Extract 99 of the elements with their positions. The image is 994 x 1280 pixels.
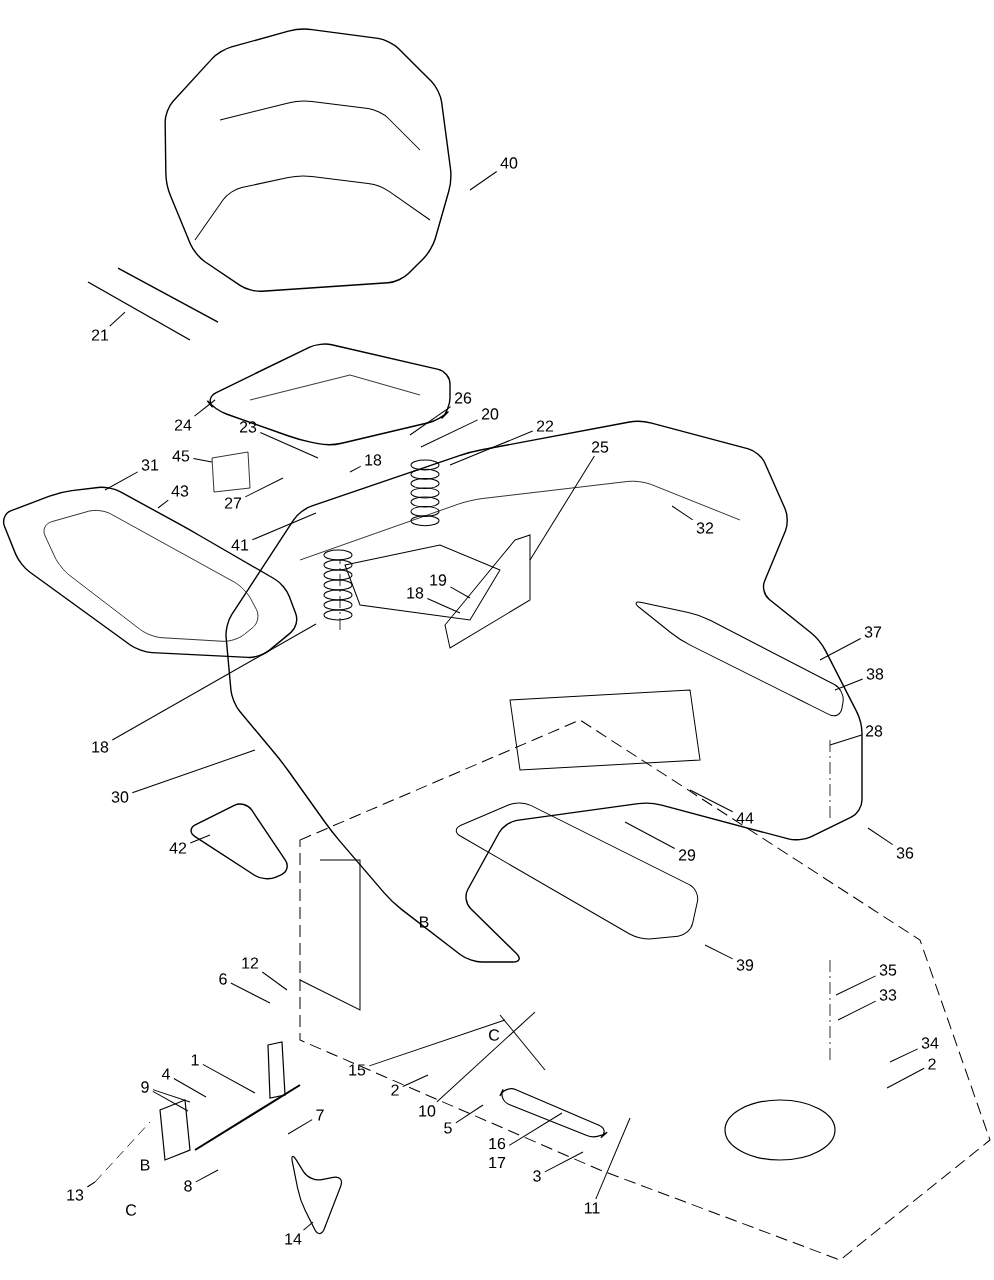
leader-line — [449, 430, 534, 466]
callout-number: 3 — [533, 1170, 541, 1182]
leader-line — [189, 834, 211, 844]
leader-line — [469, 171, 498, 191]
callout-number: 45 — [172, 450, 190, 462]
callout-number: 24 — [174, 419, 192, 431]
reference-letter: C — [489, 1029, 500, 1041]
leader-line — [834, 678, 864, 691]
callout-number: 39 — [736, 959, 754, 971]
callout-number: 12 — [242, 957, 259, 969]
leader-line — [867, 827, 894, 846]
callout-number: 33 — [879, 989, 897, 1001]
leader-line — [131, 749, 256, 794]
callout-number: 27 — [224, 497, 242, 509]
callout-number: 19 — [430, 574, 447, 586]
reference-letter: B — [420, 916, 429, 928]
callout-number: 18 — [365, 454, 382, 466]
callout-number: 13 — [67, 1189, 84, 1201]
leader-line — [426, 598, 461, 614]
leader-line — [624, 821, 676, 849]
leader-line — [195, 1169, 219, 1183]
leader-line — [287, 1119, 313, 1135]
leader-line — [261, 971, 288, 991]
callout-number: 41 — [231, 539, 249, 551]
leader-line — [251, 512, 317, 541]
callout-number: 18 — [407, 587, 424, 599]
leader-line — [368, 1019, 506, 1067]
leader-line — [449, 586, 471, 599]
leader-line — [529, 455, 595, 561]
leader-line — [194, 399, 216, 417]
callout-number: 11 — [584, 1202, 600, 1214]
callout-number: 2 — [928, 1058, 936, 1070]
callout-number: 10 — [419, 1105, 436, 1117]
leader-line — [837, 1000, 877, 1021]
callout-number: 2 — [391, 1084, 399, 1096]
leader-line — [455, 1104, 484, 1124]
callout-number: 22 — [536, 420, 554, 432]
leader-line — [420, 419, 479, 448]
callout-number: 43 — [171, 485, 189, 497]
leader-line — [302, 1221, 314, 1231]
leader-line — [111, 623, 317, 741]
callout-number: 32 — [696, 522, 714, 534]
leader-line — [109, 311, 126, 327]
callout-number: 6 — [219, 973, 227, 985]
leader-line — [202, 1063, 256, 1094]
leader-line — [819, 638, 862, 661]
leader-line — [86, 1181, 96, 1188]
leader-line — [704, 944, 734, 960]
callout-number: 44 — [736, 812, 754, 824]
leader-line — [689, 789, 734, 813]
leader-line — [230, 982, 271, 1004]
leader-line — [544, 1151, 584, 1173]
leader-line — [104, 471, 139, 491]
callout-number: 7 — [316, 1109, 324, 1121]
callout-number: 40 — [500, 157, 518, 169]
callout-number: 15 — [349, 1064, 366, 1076]
callout-number: 21 — [91, 329, 109, 341]
callout-number: 31 — [141, 459, 159, 471]
callout-number: 1 — [191, 1054, 199, 1066]
leader-line — [192, 457, 213, 463]
callout-number: 25 — [591, 441, 609, 453]
leader-line — [402, 1074, 429, 1087]
leader-line — [595, 1117, 631, 1200]
leader-line — [349, 465, 362, 473]
callout-number: 9 — [141, 1081, 149, 1093]
callout-number: 35 — [879, 964, 897, 976]
callout-number: 18 — [92, 741, 109, 753]
leader-line — [886, 1067, 925, 1089]
leader-line — [829, 734, 863, 746]
callout-number: 5 — [444, 1122, 452, 1134]
callout-number: 8 — [184, 1180, 192, 1192]
leader-line — [508, 1112, 563, 1146]
callout-number: 16 17 — [489, 1137, 506, 1169]
callout-number: 38 — [866, 668, 884, 680]
leader-line — [152, 1090, 189, 1112]
reference-letter: B — [141, 1159, 150, 1171]
leader-line — [259, 431, 319, 459]
callout-number: 28 — [865, 725, 883, 737]
leader-line — [157, 499, 169, 509]
reference-letter: C — [126, 1204, 137, 1216]
leader-line — [671, 505, 694, 521]
callout-number: 34 — [921, 1037, 939, 1049]
callout-number: 26 — [454, 392, 472, 404]
callout-number: 20 — [481, 408, 499, 420]
callout-number: 37 — [864, 626, 882, 638]
callout-number: 4 — [161, 1068, 170, 1080]
leader-line — [889, 1048, 919, 1063]
callout-number: 14 — [285, 1233, 302, 1245]
callout-number: 29 — [678, 849, 696, 861]
callout-number: 42 — [169, 842, 187, 854]
leader-line — [244, 477, 284, 498]
leader-line — [152, 1089, 191, 1103]
leader-line — [409, 406, 452, 436]
callout-number: 36 — [896, 847, 914, 859]
callout-number: 23 — [239, 421, 257, 433]
callout-number: 30 — [111, 791, 129, 803]
leader-line — [173, 1078, 207, 1098]
leader-line — [436, 1011, 536, 1103]
leader-line — [835, 975, 877, 996]
